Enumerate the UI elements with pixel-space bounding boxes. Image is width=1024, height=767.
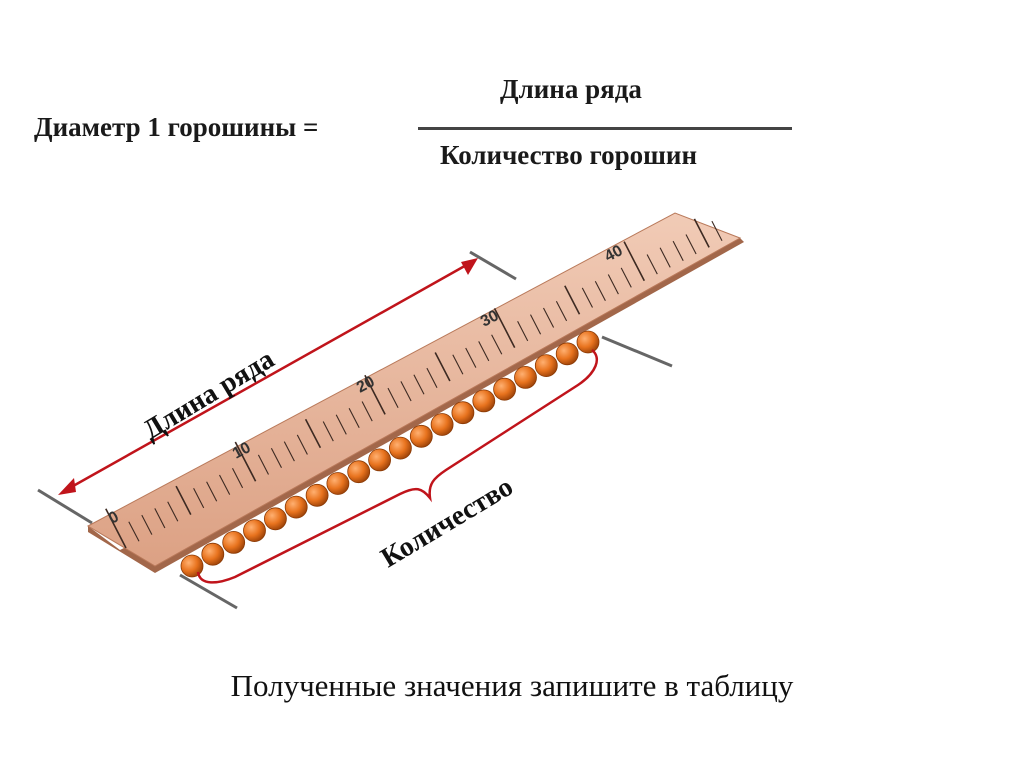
ruler-tick [530, 314, 542, 335]
pea [263, 507, 287, 531]
guide-line-bottom-right [601, 335, 673, 368]
ruler-tick [493, 308, 516, 348]
ruler-tick [387, 387, 399, 408]
pea [180, 554, 204, 578]
ruler-tick [478, 341, 490, 362]
ruler-tick [232, 468, 244, 489]
guide-line-bottom-left [179, 573, 238, 610]
guide-line-top-left [37, 488, 93, 525]
ruler-tick [672, 240, 684, 261]
ruler-tick [711, 220, 723, 241]
ruler-tick [335, 414, 347, 435]
pea [493, 377, 517, 401]
pea [368, 448, 392, 472]
ruler-tick [105, 508, 127, 549]
ruler-ticks [105, 218, 723, 549]
ruler-tick [620, 267, 632, 288]
ruler-tick [128, 521, 140, 542]
tick-label-40: 40 [602, 242, 626, 265]
pea-row [180, 330, 600, 578]
instruction-text: Полученные значения запишите в таблицу [230, 668, 794, 703]
ruler-tick [413, 374, 425, 395]
pea [305, 483, 329, 507]
ruler: 0 10 20 30 40 [86, 212, 744, 573]
ruler-tick [400, 381, 412, 402]
ruler-tick [193, 488, 205, 509]
ruler-tick [693, 218, 710, 248]
row-length-arrow [58, 258, 478, 495]
pea [243, 519, 266, 542]
formula-numerator: Длина ряда [500, 74, 642, 104]
ruler-tick [659, 247, 671, 268]
tick-label-10: 10 [230, 439, 254, 462]
ruler-tick [234, 441, 257, 482]
ruler-tick [364, 374, 386, 415]
arrowhead-left [58, 478, 76, 495]
pea [409, 424, 433, 448]
pea [430, 413, 454, 436]
arrowhead-right [461, 258, 478, 275]
pea [201, 542, 225, 566]
ruler-tick [581, 287, 593, 308]
ruler-tick [646, 254, 658, 275]
ruler-tick [465, 347, 477, 368]
formula-denominator: Количество горошин [440, 140, 698, 170]
count-brace [196, 349, 598, 584]
pea [222, 531, 246, 554]
pea [347, 460, 371, 484]
ruler-tick [543, 307, 555, 328]
ruler-tick [685, 234, 697, 255]
ruler-tick [555, 301, 568, 322]
ruler-tick [491, 334, 503, 355]
ruler-tick [361, 401, 373, 422]
fraction-bar [418, 127, 792, 130]
pea [451, 401, 475, 425]
ruler-tick [283, 441, 295, 462]
tick-label-30: 30 [478, 307, 502, 330]
ruler-tick [219, 474, 231, 495]
pea [555, 342, 579, 366]
ruler-tick [426, 367, 438, 388]
ruler-tick [270, 447, 282, 469]
row-length-label: Длина ряда [138, 344, 280, 446]
count-label: Количество [376, 471, 519, 574]
ruler-tick [322, 421, 334, 442]
tick-label-20: 20 [354, 373, 378, 396]
pea [576, 330, 600, 354]
pea [284, 495, 308, 519]
ruler-body [86, 212, 742, 567]
ruler-tick [167, 501, 179, 522]
ruler-tick [434, 352, 451, 382]
ruler-tick [348, 407, 360, 428]
pea [326, 472, 350, 495]
ruler-tick [623, 241, 646, 282]
ruler-tick [607, 274, 619, 295]
ruler-tick [154, 508, 166, 529]
pea [534, 354, 558, 378]
ruler-tick [141, 514, 153, 535]
pea [472, 389, 496, 413]
ruler-tick [594, 280, 606, 302]
ruler-tick [175, 485, 192, 515]
pea [388, 436, 412, 460]
ruler-tick [296, 434, 308, 455]
ruler-tick [206, 481, 218, 502]
ruler-tick [564, 285, 581, 315]
ruler-tick [304, 418, 322, 449]
ruler-tick [257, 454, 269, 475]
guide-line-top-right [469, 250, 517, 281]
ruler-tick [517, 321, 529, 342]
ruler-tick [452, 354, 464, 375]
formula-left-side: Диаметр 1 горошины = [34, 112, 319, 142]
pea [514, 365, 537, 389]
